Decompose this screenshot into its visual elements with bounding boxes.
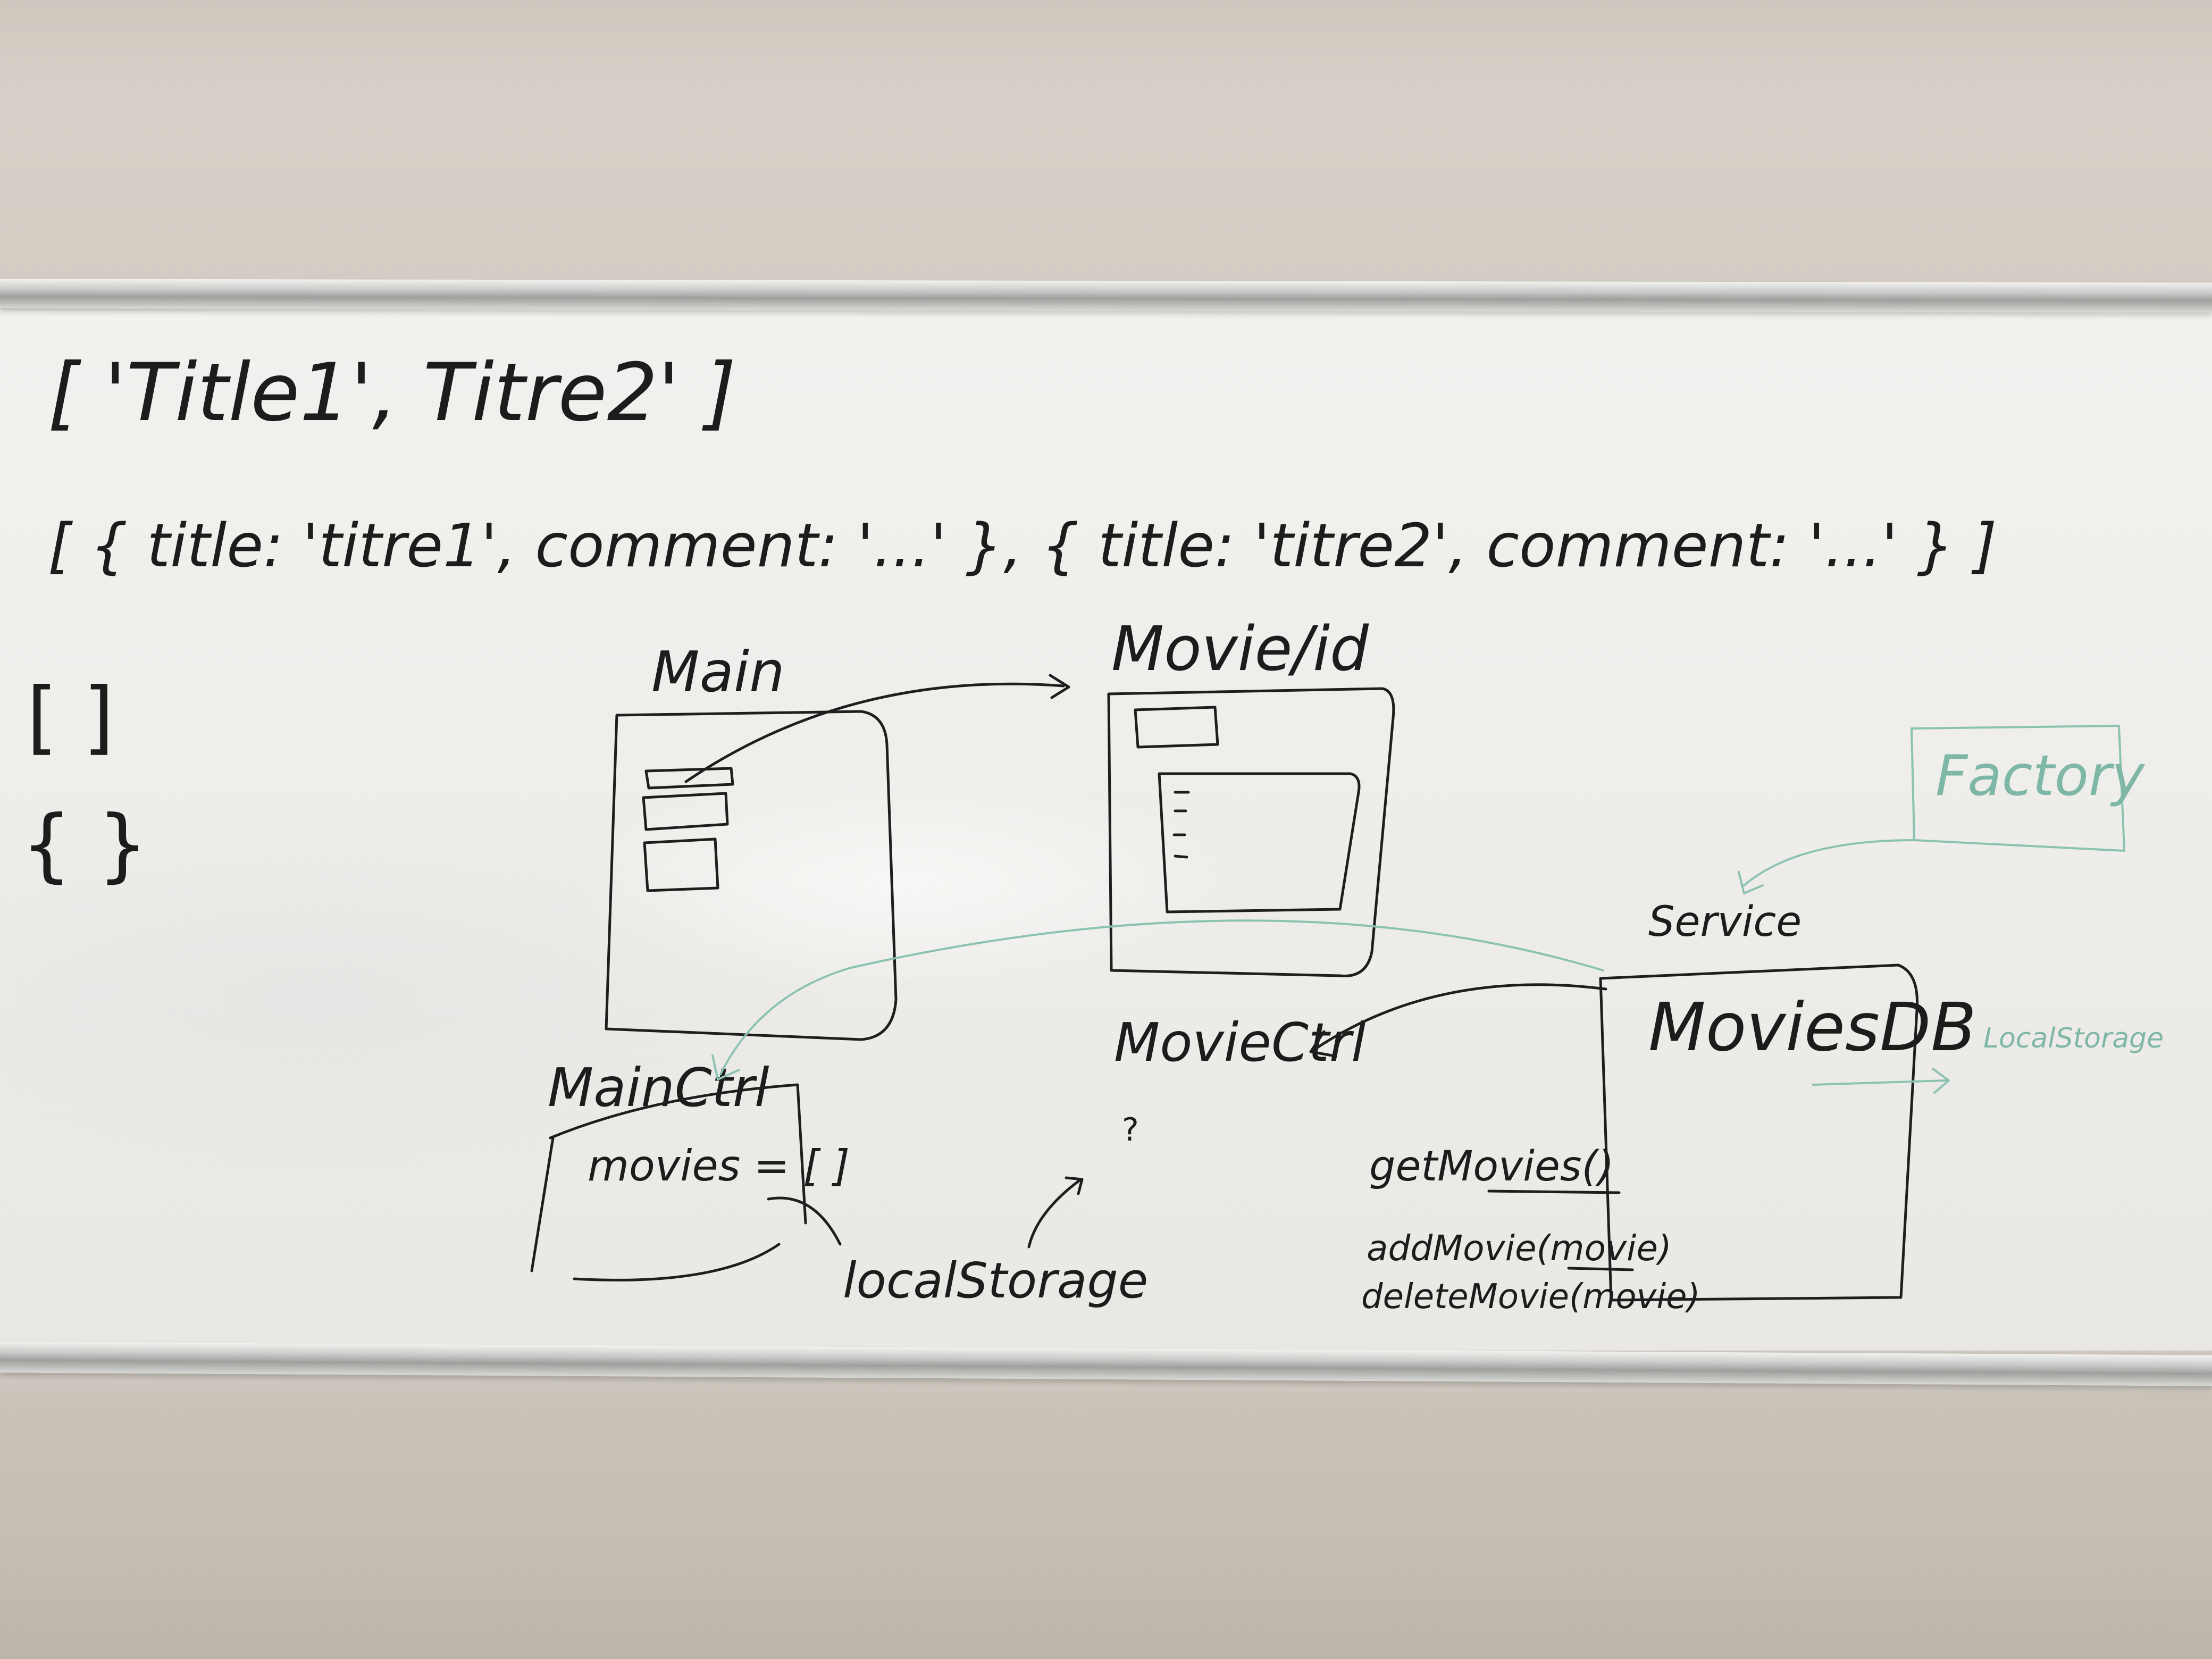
local-storage-label: localStorage (843, 1252, 1148, 1309)
main-ctrl-box (530, 1083, 807, 1281)
main-controller-diagram: MainCtrl movies = [ ] (530, 1057, 850, 1281)
movies-db-label: MoviesDB (1648, 989, 1976, 1066)
whiteboard (0, 309, 2212, 1351)
array-examples: [ 'Title1', Titre2' ] [ { title: 'titre1… (21, 347, 1997, 891)
string-array-text: [ 'Title1', Titre2' ] (48, 347, 736, 439)
method-underlines (1487, 1189, 1634, 1271)
factory-box (1911, 725, 2125, 852)
service-to-mainctrl-arrow (711, 919, 1604, 1080)
method-get-movies: getMovies() (1369, 1143, 1614, 1191)
question-mark: ? (1122, 1111, 1139, 1149)
local-storage-arrow (1027, 1176, 1084, 1249)
movie-title-box (1134, 706, 1219, 749)
movie-ctrl-label: MovieCtrl (1114, 1011, 1366, 1074)
green-annotations: Factory LocalStorage (711, 725, 2164, 1094)
main-ctrl-label: MainCtrl (548, 1057, 769, 1119)
movie-label: Movie/id (1111, 614, 1369, 685)
movie-controller-diagram: MovieCtrl ? (1114, 983, 1607, 1149)
main-view-diagram: Main (605, 640, 1070, 1041)
main-label: Main (651, 640, 785, 705)
storage-link-line (767, 1196, 842, 1246)
object-array-text: [ { title: 'titre1', comment: '...' }, {… (48, 512, 1997, 581)
service-label: Service (1648, 898, 1802, 946)
local-storage-green-label: LocalStorage (1983, 1023, 2164, 1054)
service-to-moviectrl-arrow (1309, 983, 1607, 1057)
wall-below (0, 1393, 2212, 1659)
movie-view-box (1107, 687, 1395, 977)
factory-to-service-arrow (1738, 839, 1915, 894)
movies-assignment-text: movies = [ ] (588, 1141, 850, 1191)
method-delete-movie: deleteMovie(movie) (1361, 1277, 1700, 1317)
main-view-box (605, 710, 898, 1041)
movie-detail-box (1158, 772, 1361, 914)
list-item-2 (642, 792, 729, 831)
movie-view-diagram: Movie/id (1107, 614, 1395, 977)
movies-db-box (1599, 963, 1919, 1302)
navigation-arrowhead (1049, 674, 1070, 699)
local-storage-note: localStorage (843, 1176, 1148, 1309)
factory-label: Factory (1936, 743, 2146, 808)
list-item-3 (643, 837, 719, 892)
navigation-arrow (684, 682, 1065, 783)
movies-db-service-diagram: Service MoviesDB getMovies() addMovie(mo… (1361, 898, 1976, 1317)
array-brackets-text: [ ] (27, 671, 114, 764)
detail-lines (1172, 791, 1190, 859)
method-add-movie: addMovie(movie) (1367, 1228, 1672, 1269)
object-braces-text: { } (21, 799, 148, 891)
service-to-localstorage-arrow (1812, 1068, 1950, 1094)
